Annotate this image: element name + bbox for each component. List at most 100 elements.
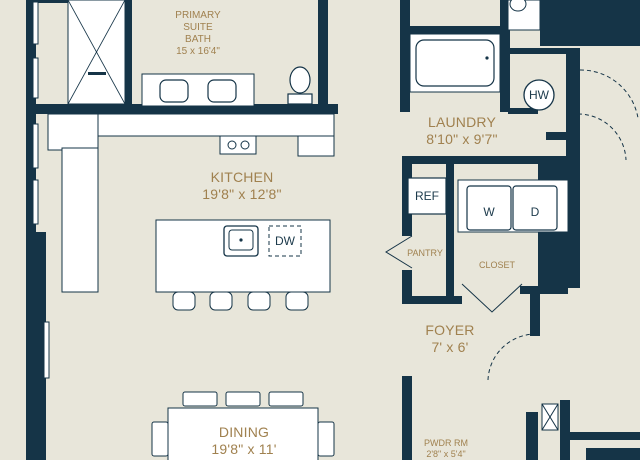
- left-counter-run: [61, 147, 99, 293]
- water-heater-label: HW: [529, 88, 549, 102]
- kitchen-size: 19'8" x 12'8": [202, 186, 282, 202]
- dining-size: 19'8" x 11': [211, 441, 277, 457]
- kitchen-counters: [47, 113, 335, 293]
- bath-right-wall: [318, 0, 328, 114]
- fridge-left-wall: [402, 156, 412, 236]
- hw-closet-top: [508, 48, 570, 54]
- kitchen-label: KITCHEN 19'8" x 12'8": [186, 169, 298, 203]
- pantry-closet-divider: [446, 164, 454, 302]
- toilet-bowl: [289, 66, 311, 94]
- kitchen-island: [155, 219, 331, 293]
- dryer: [512, 185, 558, 231]
- pantry-bottom-wall: [402, 296, 462, 304]
- lower-right-cap: [560, 432, 640, 440]
- left-exterior-wall: [26, 0, 36, 460]
- pantry-door-swing-1: [385, 235, 413, 269]
- closet-label: CLOSET: [468, 260, 526, 271]
- lower-right-wall: [560, 400, 570, 460]
- window-2: [32, 57, 39, 99]
- primary-bath-line2: SUITE: [183, 22, 213, 33]
- washer-dryer: [457, 179, 569, 233]
- upper-counter: [97, 113, 335, 137]
- foyer-right-wall: [530, 290, 540, 336]
- foyer-size: 7' x 6': [431, 339, 469, 355]
- island-sink-basin: [228, 229, 254, 251]
- foyer-name: FOYER: [425, 322, 475, 338]
- primary-bath-label: PRIMARY SUITE BATH 15 x 16'4": [160, 10, 236, 58]
- closet-door-swing: [461, 283, 523, 313]
- powder-room-size: 2'8" x 5'4": [426, 449, 466, 459]
- primary-bath-size: 15 x 16'4": [176, 46, 220, 57]
- vanity-counter: [141, 73, 255, 107]
- island-stools: [172, 291, 309, 311]
- dining-table-group: [151, 391, 335, 460]
- cooktop: [219, 135, 257, 155]
- tub-drain: [485, 56, 489, 60]
- upper-right-cap: [540, 0, 640, 46]
- pwdr-right-wall: [526, 412, 538, 460]
- washer: [466, 185, 512, 231]
- primary-bath-line1: PRIMARY: [175, 10, 221, 21]
- left-counter: [47, 113, 99, 151]
- burner-2: [240, 140, 250, 150]
- laundry-bottom-wall: [402, 156, 570, 164]
- refrigerator-label: REF: [415, 189, 439, 203]
- bath-bottom-wall: [26, 104, 338, 114]
- left-wall-thick-lower: [26, 232, 46, 460]
- tub-inner: [415, 39, 495, 87]
- dining-chair-right: [317, 421, 335, 457]
- window-5: [43, 321, 50, 379]
- lower-right-box-diag-2: [541, 403, 559, 431]
- water-heater-tank: [523, 79, 555, 111]
- burner-1: [227, 140, 237, 150]
- counter-extension: [297, 135, 335, 157]
- lower-right-fixture: [541, 403, 559, 431]
- dining-label: DINING 19'8" x 11': [188, 424, 300, 458]
- closet-bottom-right: [520, 286, 568, 294]
- shower-diag-2: [67, 0, 126, 105]
- shower-drain: [88, 72, 106, 75]
- kitchen-name: KITCHEN: [210, 169, 274, 185]
- dining-chair-top-3: [268, 391, 304, 407]
- window-1: [32, 1, 39, 45]
- dining-chair-top-1: [182, 391, 218, 407]
- hw-closet-bottom: [508, 108, 538, 114]
- foyer-label: FOYER 7' x 6': [412, 322, 488, 356]
- tub-right-wall: [500, 0, 510, 112]
- laundry-right-jamb: [546, 132, 568, 140]
- windows-left: [32, 1, 50, 379]
- laundry-size: 8'10" x 9'7": [426, 131, 498, 147]
- bathtub: [409, 33, 501, 93]
- dining-chair-top-2: [225, 391, 261, 407]
- laundry-name: LAUNDRY: [427, 114, 497, 130]
- washer-label: W: [483, 205, 495, 219]
- stool-3: [247, 291, 271, 311]
- double-vanity: [141, 73, 255, 107]
- pantry-name: PANTRY: [407, 248, 443, 258]
- vanity-sink-2: [207, 79, 237, 103]
- dining-name: DINING: [218, 424, 270, 440]
- closet-name: CLOSET: [478, 260, 515, 270]
- cooktop-plate: [219, 135, 257, 155]
- pantry-label: PANTRY: [402, 248, 448, 259]
- shower-wall-left: [26, 0, 70, 3]
- bath-sink-bowl: [509, 0, 527, 12]
- refrigerator: [407, 177, 447, 215]
- window-3: [32, 123, 39, 169]
- powder-room-label: PWDR RM 2'8" x 5'4": [414, 438, 478, 460]
- window-4: [32, 179, 39, 225]
- shower: [67, 0, 126, 105]
- dishwasher-label: DW: [275, 234, 295, 248]
- toilet-tank: [287, 93, 313, 105]
- vanity-sink-1: [159, 79, 189, 103]
- hw-closet-right: [566, 48, 580, 288]
- lower-right-bottom: [586, 448, 640, 460]
- dining-chair-left: [151, 421, 169, 457]
- foyer-door-swing: [487, 333, 537, 381]
- island-faucet: [239, 238, 243, 242]
- entry-door-swing-top: [579, 69, 639, 119]
- toilet: [287, 66, 313, 105]
- laundry-door-swing: [577, 113, 627, 161]
- dryer-label: D: [530, 205, 540, 219]
